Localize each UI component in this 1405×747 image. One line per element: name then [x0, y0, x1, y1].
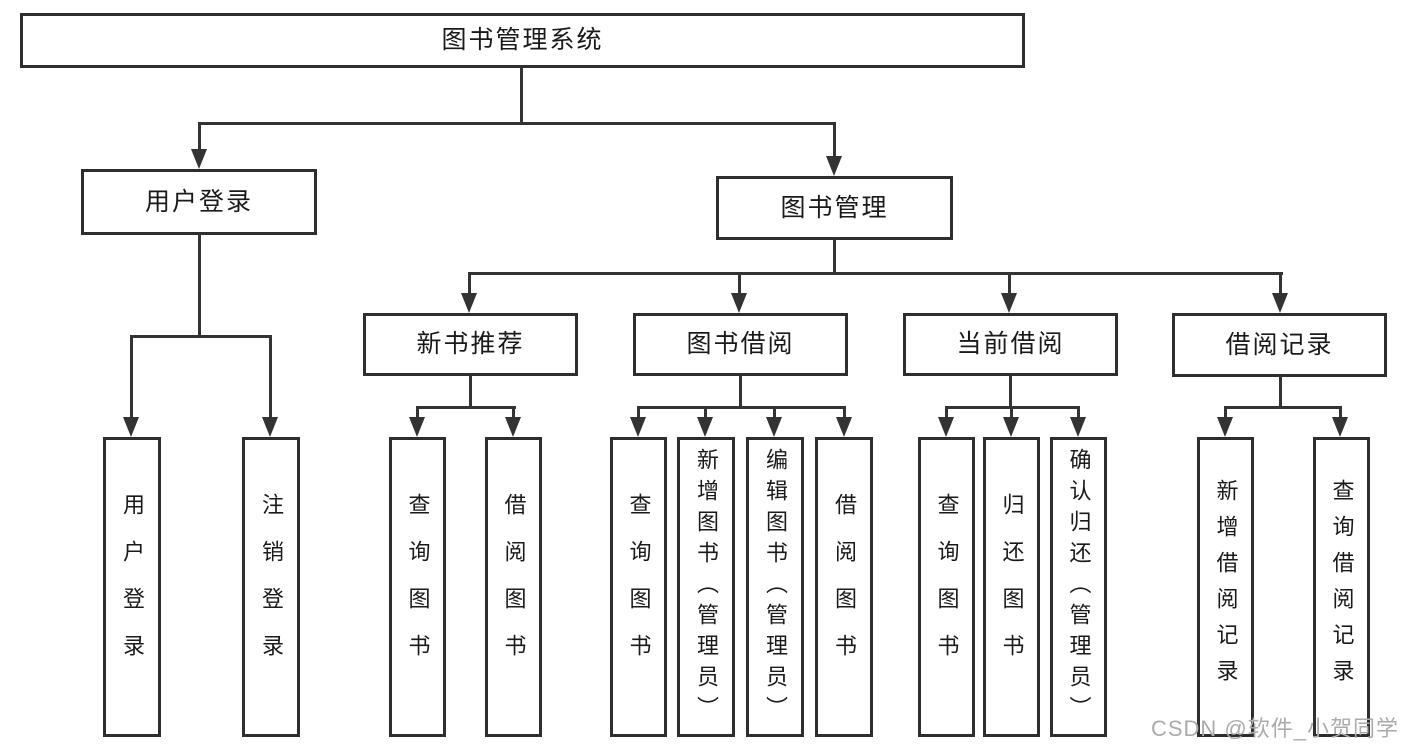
arrow-down-icon [262, 417, 278, 437]
connector-drop [945, 406, 948, 419]
connector-rail [416, 406, 516, 409]
leaf-add-book-admin: 新增图书（管理员） [677, 437, 735, 737]
connector-stem [1009, 375, 1012, 409]
leaf-query-books-2: 查询图书 [610, 437, 667, 737]
leaf-borrow-books-2: 借阅图书 [815, 437, 873, 737]
leaf-add-borrow-record: 新增借阅记录 [1197, 437, 1254, 737]
leaf-query-books-1: 查询图书 [389, 437, 446, 737]
connector-root-stem [520, 67, 523, 124]
arrow-down-icon [1070, 417, 1086, 437]
connector-drop [416, 406, 419, 419]
connector-drop [269, 335, 272, 419]
leaf-label: 注销登录 [259, 493, 284, 681]
leaf-confirm-return-admin: 确认归还（管理员） [1050, 437, 1107, 737]
connector-drop [130, 335, 133, 419]
connector-book-mgmt-stem [833, 239, 836, 275]
node-borrow-records: 借阅记录 [1172, 313, 1387, 377]
connector-rail [1224, 406, 1342, 409]
arrow-down-icon [123, 417, 139, 437]
node-label: 借阅记录 [1225, 330, 1334, 359]
connector-drop-user-login [198, 122, 201, 152]
leaf-label: 查询图书 [626, 493, 652, 681]
connector-drop [1279, 272, 1282, 296]
connector-rail [637, 406, 846, 409]
leaf-return-books: 归还图书 [983, 437, 1040, 737]
arrow-down-icon [731, 293, 747, 313]
arrow-down-icon [1272, 293, 1288, 313]
arrow-down-icon [630, 417, 646, 437]
node-user-login: 用户登录 [81, 169, 317, 235]
leaf-edit-book-admin: 编辑图书（管理员） [746, 437, 804, 737]
leaf-label: 编辑图书（管理员） [763, 447, 788, 727]
connector-drop-book-mgmt [833, 122, 836, 159]
leaf-label: 归还图书 [999, 493, 1025, 681]
connector-level2-rail [469, 272, 1283, 275]
arrow-down-icon [766, 417, 782, 437]
connector-drop [1339, 406, 1342, 419]
leaf-query-borrow-record: 查询借阅记录 [1313, 437, 1370, 737]
connector-user-login-rail [130, 335, 272, 338]
node-library-management-system: 图书管理系统 [20, 13, 1025, 68]
connector-drop [468, 272, 471, 296]
arrow-down-icon [1217, 417, 1233, 437]
leaf-logout: 注销登录 [242, 437, 300, 737]
node-new-book-recommend: 新书推荐 [363, 313, 578, 376]
leaf-label: 确认归还（管理员） [1066, 447, 1092, 727]
arrow-down-icon [836, 417, 852, 437]
leaf-label: 新增借阅记录 [1213, 479, 1239, 695]
connector-drop [704, 406, 707, 419]
leaf-label: 借阅图书 [501, 493, 527, 681]
arrow-down-icon [697, 417, 713, 437]
node-book-borrow: 图书借阅 [633, 313, 848, 376]
leaf-label: 借阅图书 [832, 493, 857, 681]
arrow-down-icon [1332, 417, 1348, 437]
connector-drop [512, 406, 515, 419]
node-label: 当前借阅 [956, 330, 1065, 358]
connector-user-login-stem [198, 234, 201, 337]
watermark: CSDN @软件_小贺同学 [1150, 716, 1399, 741]
leaf-query-books-3: 查询图书 [918, 437, 975, 737]
node-book-management: 图书管理 [716, 176, 953, 240]
connector-drop [1010, 406, 1013, 419]
arrow-down-icon [409, 417, 425, 437]
node-current-borrow: 当前借阅 [903, 313, 1118, 376]
node-label: 新书推荐 [416, 330, 525, 358]
arrow-down-icon [191, 149, 207, 169]
connector-stem [469, 375, 472, 409]
connector-drop [773, 406, 776, 419]
arrow-down-icon [826, 156, 842, 176]
leaf-label: 查询图书 [934, 493, 960, 681]
arrow-down-icon [461, 293, 477, 313]
connector-drop [1224, 406, 1227, 419]
arrow-down-icon [1003, 417, 1019, 437]
node-label: 用户登录 [144, 187, 253, 216]
connector-drop [843, 406, 846, 419]
leaf-label: 新增图书（管理员） [694, 447, 719, 727]
connector-stem [1279, 375, 1282, 409]
arrow-down-icon [938, 417, 954, 437]
leaf-user-login: 用户登录 [103, 437, 161, 737]
connector-stem [739, 375, 742, 409]
leaf-borrow-books-1: 借阅图书 [485, 437, 542, 737]
node-label: 图书管理 [780, 193, 889, 222]
node-label: 图书借阅 [686, 330, 795, 358]
arrow-down-icon [1001, 293, 1017, 313]
connector-drop [1077, 406, 1080, 419]
connector-drop [637, 406, 640, 419]
node-label: 图书管理系统 [441, 26, 604, 54]
leaf-label: 查询借阅记录 [1329, 479, 1355, 695]
leaf-label: 查询图书 [405, 493, 431, 681]
connector-drop [1008, 272, 1011, 296]
leaf-label: 用户登录 [120, 493, 145, 681]
arrow-down-icon [505, 417, 521, 437]
connector-drop [738, 272, 741, 296]
connector-level1-rail [198, 122, 836, 125]
